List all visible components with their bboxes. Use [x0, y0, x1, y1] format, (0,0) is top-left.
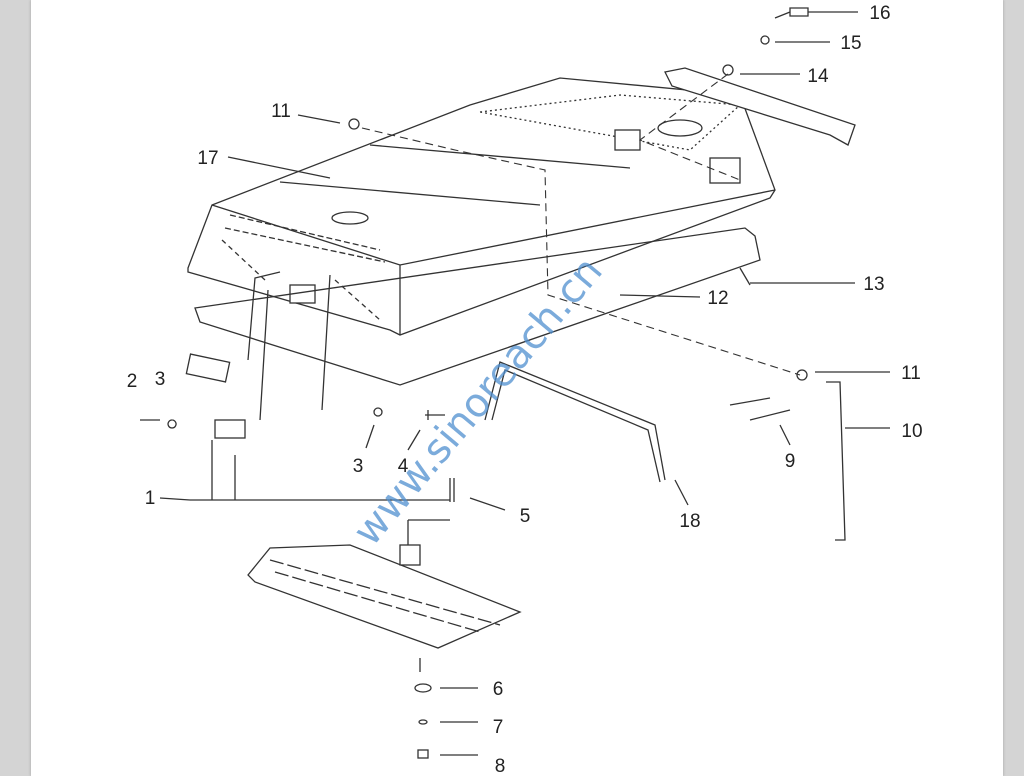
- callout-11-top: 11: [271, 101, 291, 122]
- callout-12: 12: [707, 288, 728, 309]
- callout-14: 14: [807, 66, 829, 87]
- callout-1: 1: [145, 488, 156, 509]
- callout-4: 4: [398, 456, 409, 477]
- grab-handle: [484, 361, 666, 483]
- callout-3-left: 3: [155, 369, 166, 390]
- callout-15: 15: [840, 33, 861, 54]
- callout-16: 16: [869, 3, 890, 24]
- callout-17: 17: [197, 148, 218, 169]
- callout-9: 9: [785, 451, 796, 472]
- callout-8: 8: [495, 756, 506, 776]
- callout-11-right: 11: [901, 363, 921, 384]
- document-page: 16 15 14 11 17 13 12 11 2 3 10 9 3 4 1 5…: [31, 0, 1003, 776]
- support-rod: [826, 381, 846, 541]
- base-plate: [247, 544, 522, 649]
- hinge-bracket: [664, 67, 856, 146]
- callout-2: 2: [127, 371, 138, 392]
- housing-cover: [187, 77, 776, 336]
- callout-10: 10: [901, 421, 922, 442]
- callout-13: 13: [863, 274, 884, 295]
- callout-7: 7: [493, 717, 504, 738]
- gasket-seal: [194, 227, 761, 386]
- callout-3-center: 3: [353, 456, 364, 477]
- callout-5: 5: [520, 506, 531, 527]
- callout-6: 6: [493, 679, 504, 700]
- callout-18: 18: [679, 511, 700, 532]
